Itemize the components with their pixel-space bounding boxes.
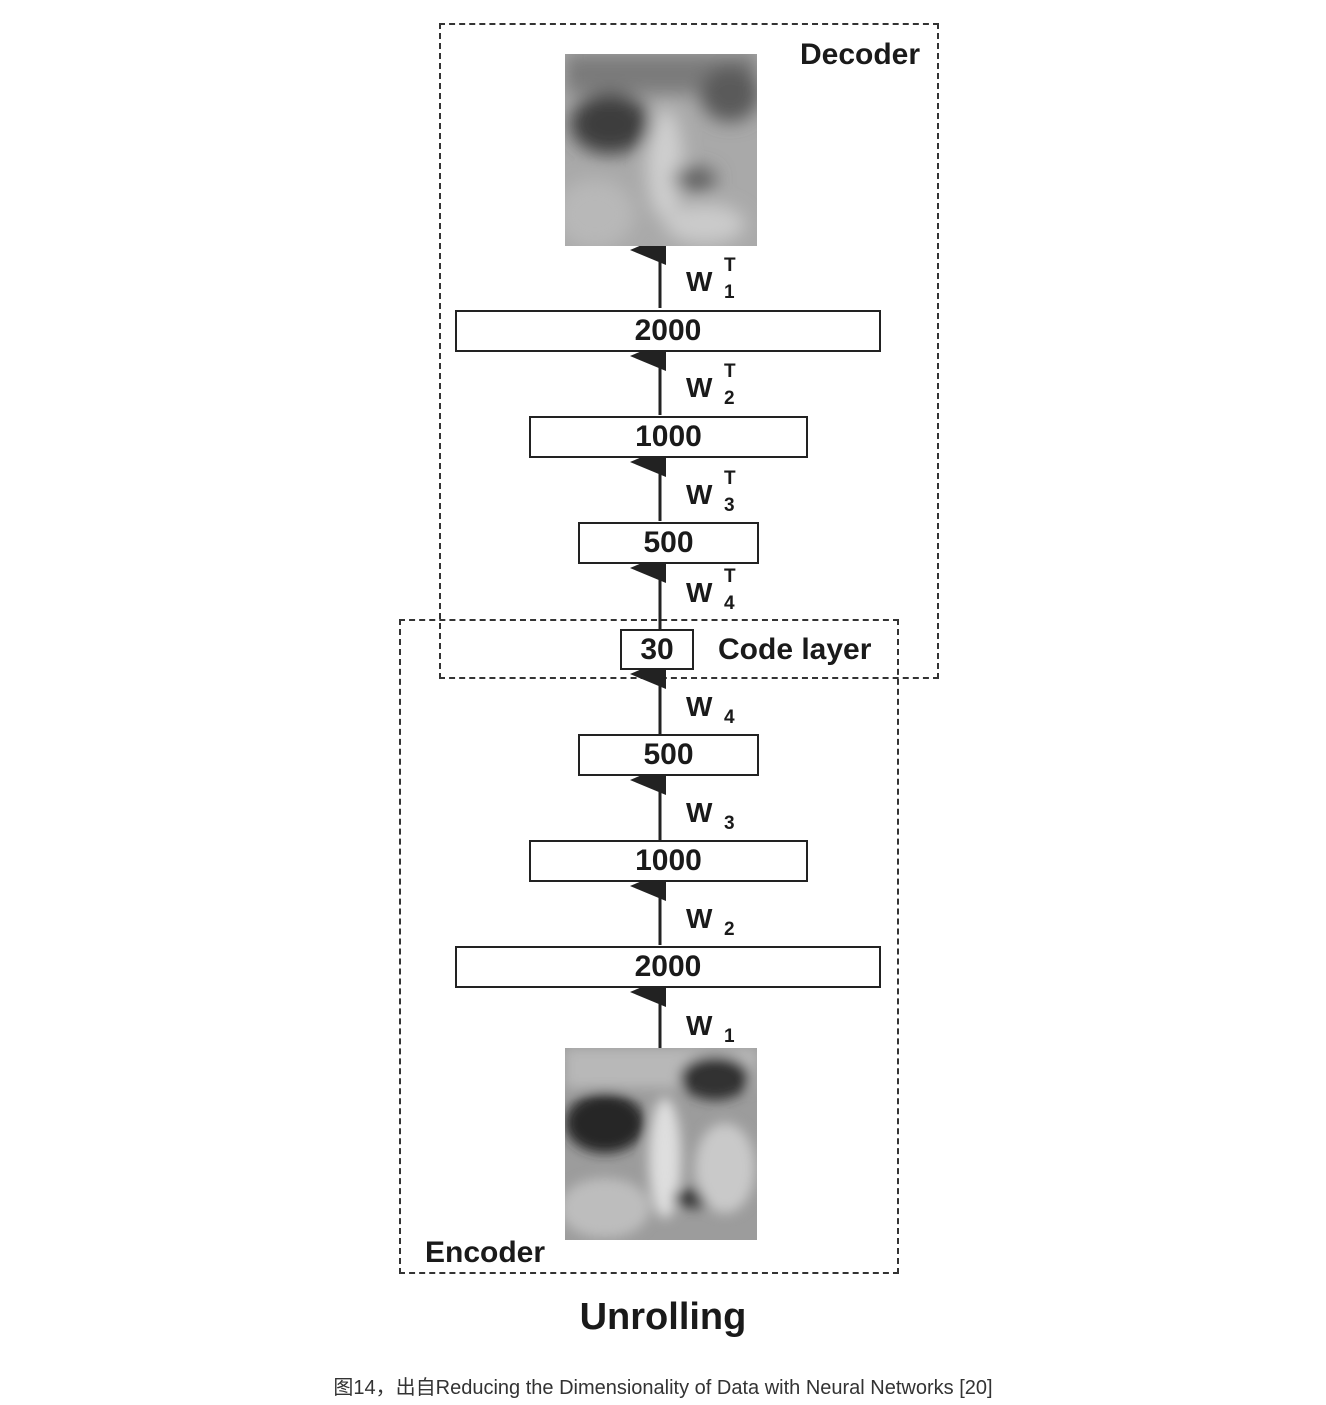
input-face-image	[565, 1048, 757, 1240]
reconstructed-face-image	[565, 54, 757, 246]
encoder-frame	[399, 619, 899, 1274]
code-layer-label: Code layer	[718, 633, 872, 666]
encoder-layer-1000: 1000	[529, 840, 808, 882]
decoder-label: Decoder	[800, 38, 921, 71]
code-layer-30: 30	[620, 629, 694, 670]
encoder-layer-500: 500	[578, 734, 759, 776]
encoder-layer-2000: 2000	[455, 946, 881, 988]
decoder-layer-2000: 2000	[455, 310, 881, 352]
figure-caption: 图14，出自Reducing the Dimensionality of Dat…	[333, 1377, 993, 1399]
decoder-layer-1000: 1000	[529, 416, 808, 458]
decoder-frame	[439, 23, 939, 679]
decoder-layer-500: 500	[578, 522, 759, 564]
diagram-title: Unrolling	[579, 1296, 747, 1338]
encoder-label: Encoder	[425, 1236, 546, 1269]
